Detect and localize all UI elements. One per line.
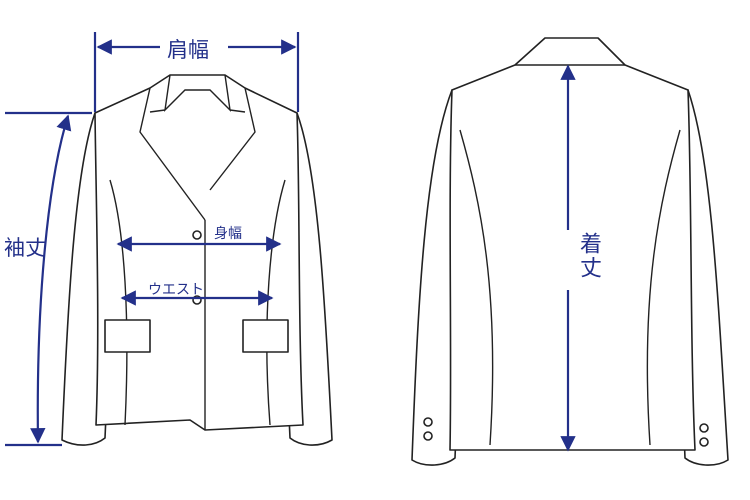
waist-label: ウエスト xyxy=(148,282,204,298)
back-body xyxy=(449,37,696,451)
back-jacket xyxy=(411,37,729,466)
measurement-lines xyxy=(5,32,576,452)
left-pocket xyxy=(104,319,151,353)
front-jacket xyxy=(61,74,333,446)
collar xyxy=(139,74,256,221)
cuff-button-icon xyxy=(423,417,433,427)
body-length-label: 着丈 xyxy=(576,232,601,280)
button-icon xyxy=(192,230,202,240)
sleeve-length-label: 袖丈 xyxy=(4,236,46,260)
shoulder-width-label: 肩幅 xyxy=(167,38,209,62)
body-width-label: 身幅 xyxy=(214,226,242,242)
back-side-seams xyxy=(459,129,681,446)
right-pocket xyxy=(242,319,289,353)
cuff-button-icon xyxy=(699,423,709,433)
front-darts xyxy=(109,179,286,426)
cuff-button-icon xyxy=(699,437,709,447)
cuff-button-icon xyxy=(423,431,433,441)
